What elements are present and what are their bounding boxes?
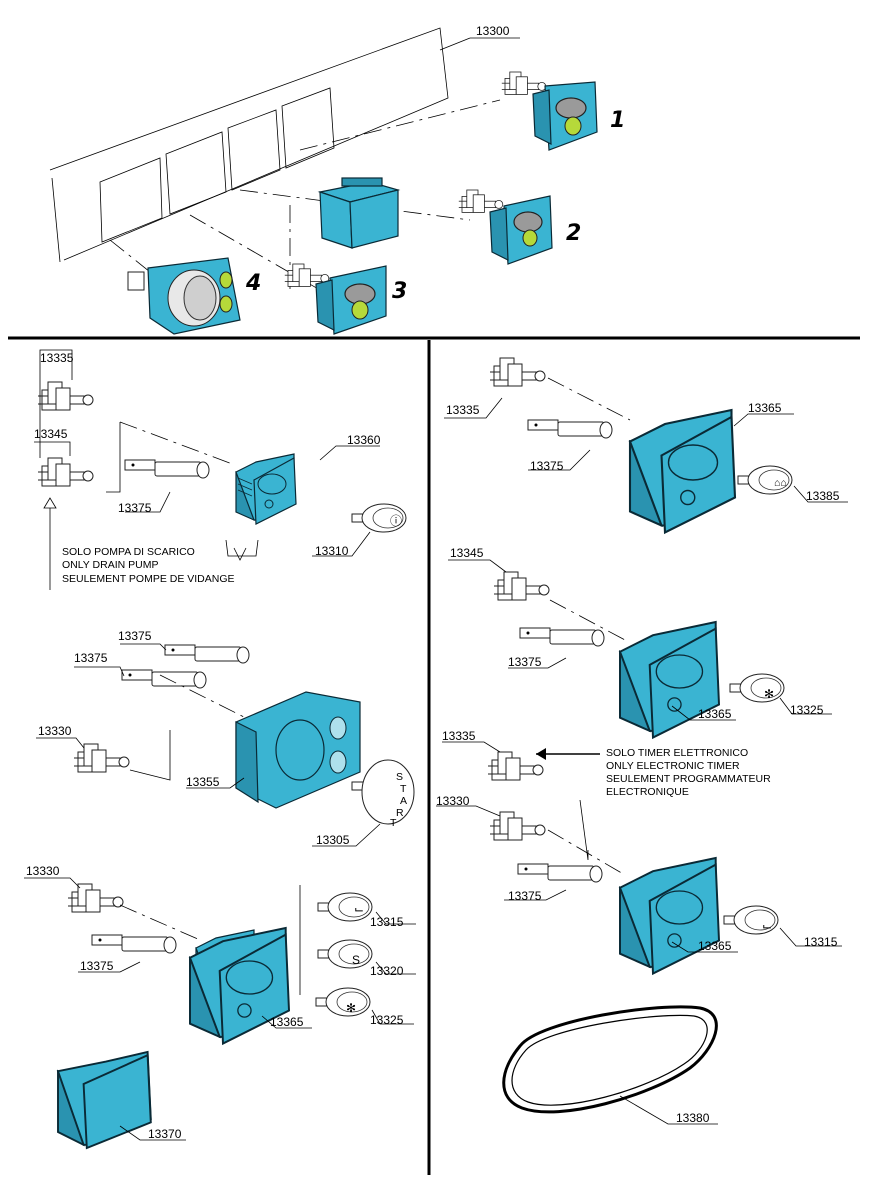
label-13335-g: 13335 [442,729,476,743]
label-13370: 13370 [148,1127,182,1141]
note-timer-fr2: ELECTRONIQUE [606,786,689,798]
group-13370: 13370 [56,1050,186,1150]
note-drain-pump-en: ONLY DRAIN PUMP [62,559,158,571]
svg-text:⌂⌂: ⌂⌂ [774,477,787,489]
label-13375-b2: 13375 [74,651,108,665]
group-13380-belt: 13380 [502,1005,718,1125]
control-panel-frame [49,27,449,261]
drive-belt [502,1005,718,1114]
start-letter-a: A [400,795,407,807]
label-13360: 13360 [347,433,381,447]
start-letter-r: R [396,807,404,819]
label-13335-e: 13335 [446,403,480,417]
label-13320: 13320 [370,964,404,978]
group-13360: 13335 13345 13375 13360 ⓘ 13310 SOLO POM… [34,349,407,590]
label-13300: 13300 [476,24,510,38]
svg-text:⌙: ⌙ [762,919,772,933]
svg-text:✻: ✻ [764,687,774,701]
svg-text:⌙: ⌙ [354,902,364,916]
unit-number-1: 1 [610,108,625,133]
start-letter-t2: T [390,817,397,829]
note-drain-pump-fr: SEULEMENT POMPE DE VIDANGE [62,573,235,585]
label-13335-a: 13335 [40,351,74,365]
label-13310: 13310 [315,544,349,558]
label-13380: 13380 [676,1111,710,1125]
top-panel-assembly: 13300 1 2 [49,24,625,335]
group-13365-top-right: 13335 13375 13365 ⌂⌂ 13385 [444,357,848,535]
unit-number-4: 4 [245,271,261,296]
label-13375-f: 13375 [508,655,542,669]
unit-number-2: 2 [566,221,581,246]
label-13330-g: 13330 [436,794,470,808]
label-13385: 13385 [806,489,840,503]
note-timer-en: ONLY ELECTRONIC TIMER [606,760,740,772]
label-13355: 13355 [186,775,220,789]
label-13325-c: 13325 [370,1013,404,1027]
note-drain-pump-it: SOLO POMPA DI SCARICO [62,546,195,558]
label-13365-e: 13365 [748,401,782,415]
svg-text:✻: ✻ [346,1001,356,1015]
drain-pump-icon [225,539,259,561]
label-13330-b: 13330 [38,724,72,738]
start-letter-s: S [396,771,403,783]
svg-text:ⓘ: ⓘ [390,514,402,528]
label-13305: 13305 [316,833,350,847]
group-13365-bottom-right: 13335 SOLO TIMER ELETTRONICO ONLY ELECTR… [436,729,842,976]
label-13345-a: 13345 [34,427,68,441]
note-timer-fr1: SEULEMENT PROGRAMMATEUR [606,773,771,785]
label-13330-c: 13330 [26,864,60,878]
group-13365-left: 13330 13375 13365 ⌙ 13315 S 13320 ✻ 1332… [24,864,416,1046]
label-13325-f: 13325 [790,703,824,717]
label-13375-b1: 13375 [118,629,152,643]
label-13345-f: 13345 [450,546,484,560]
note-timer-it: SOLO TIMER ELETTRONICO [606,747,748,759]
label-13315-g: 13315 [804,935,838,949]
svg-text:S: S [352,953,360,967]
group-13365-mid-right: 13345 13375 13365 ✻ 13325 [448,546,832,740]
label-13375-c: 13375 [80,959,114,973]
group-13355: 13375 13375 13330 13355 S T A R T 13305 [36,629,415,847]
start-letter-t1: T [400,783,407,795]
label-13375-g: 13375 [508,889,542,903]
label-13365-f: 13365 [698,707,732,721]
label-13375-a: 13375 [118,501,152,515]
label-13365-c: 13365 [270,1015,304,1029]
label-13315-c: 13315 [370,915,404,929]
label-13375-e: 13375 [530,459,564,473]
unit-number-3: 3 [392,279,407,304]
label-13365-g: 13365 [698,939,732,953]
